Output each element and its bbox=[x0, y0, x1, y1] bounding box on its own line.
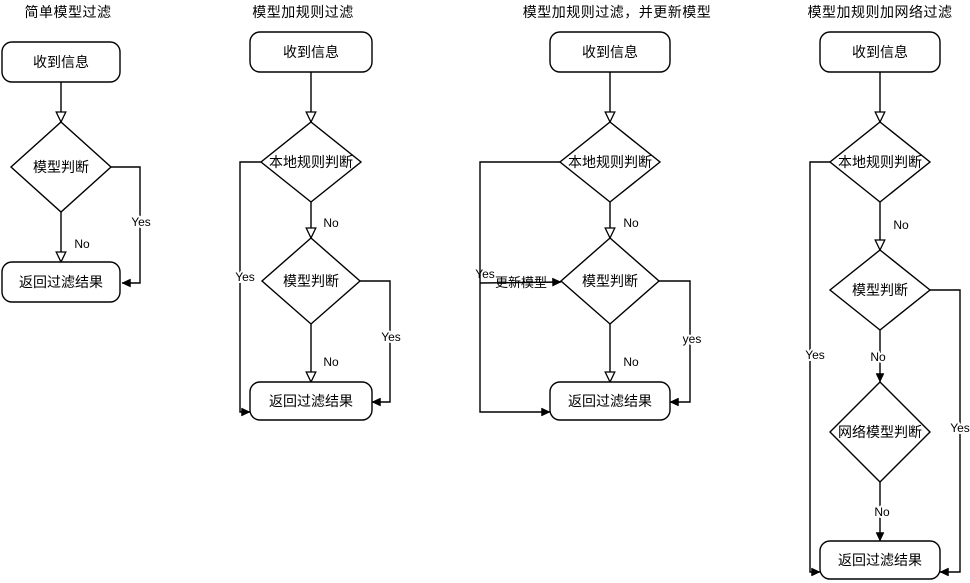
d2-label-rule-yes: Yes bbox=[235, 270, 255, 284]
d2-model-check-diamond bbox=[260, 237, 362, 325]
d1-label-no: No bbox=[74, 237, 90, 251]
d3-label-model-no: No bbox=[623, 355, 639, 369]
d3-label-model-yes: yes bbox=[683, 332, 702, 346]
d3-edge-model-yes bbox=[659, 280, 691, 407]
d3-result-label: 返回过滤结果 bbox=[568, 393, 652, 409]
d2-edge-rule-yes bbox=[239, 161, 261, 417]
d2-label-model-no: No bbox=[323, 355, 339, 369]
d3-rule-check-label: 本地规则判断 bbox=[568, 154, 652, 170]
d2-title: 模型加规则过滤 bbox=[252, 4, 354, 20]
d4-rule-check-label: 本地规则判断 bbox=[838, 154, 922, 170]
d3-label-rule-no: No bbox=[623, 216, 639, 230]
d2-edge-model-yes bbox=[360, 280, 391, 407]
flowchart-simple-model-filter: 简单模型过滤 收到信息 模型判断 返回过滤结果 No Yes bbox=[1, 4, 153, 303]
d2-result-label: 返回过滤结果 bbox=[269, 393, 353, 409]
d2-rule-check-diamond bbox=[259, 121, 363, 203]
d4-result-node bbox=[819, 540, 941, 580]
d3-label-update-model: 更新模型 bbox=[495, 275, 547, 290]
flowchart-model-plus-rules: 模型加规则过滤 收到信息 本地规则判断 模型判断 返回过滤结果 No Yes N… bbox=[233, 4, 403, 421]
d3-label-rule-yes: Yes bbox=[475, 267, 495, 281]
d2-rule-check-label: 本地规则判断 bbox=[269, 154, 353, 170]
d2-label-model-yes: Yes bbox=[381, 330, 401, 344]
d2-start-node bbox=[249, 31, 373, 73]
d1-edge-model-yes bbox=[111, 166, 141, 288]
d4-edge-model-yes bbox=[930, 289, 961, 577]
d3-rule-check-diamond bbox=[558, 121, 662, 203]
d4-label-rule-no: No bbox=[893, 218, 909, 232]
d4-result-label: 返回过滤结果 bbox=[838, 552, 922, 568]
flowchart-model-rules-network: 模型加规则加网络过滤 收到信息 本地规则判断 模型判断 网络模型判断 返回过滤结… bbox=[803, 4, 970, 580]
d3-result-node bbox=[549, 381, 671, 421]
d1-result-label: 返回过滤结果 bbox=[19, 274, 103, 290]
d4-label-rule-yes: Yes bbox=[805, 348, 825, 362]
d4-label-network-no: No bbox=[874, 505, 890, 519]
d4-network-check-diamond bbox=[829, 381, 931, 483]
d3-title: 模型加规则过滤，并更新模型 bbox=[523, 4, 712, 20]
d2-result-node bbox=[249, 381, 373, 421]
d3-start-node bbox=[549, 31, 671, 73]
d3-edge-update-model bbox=[479, 277, 562, 287]
flowchart-model-rules-update: 模型加规则过滤，并更新模型 收到信息 本地规则判断 模型判断 返回过滤结果 No… bbox=[475, 4, 712, 421]
d1-model-check-diamond bbox=[9, 121, 113, 213]
d3-edge-rule-yes bbox=[479, 161, 560, 417]
d4-model-check-diamond bbox=[828, 249, 932, 331]
d2-label-rule-no: No bbox=[323, 216, 339, 230]
d4-title: 模型加规则加网络过滤 bbox=[808, 4, 953, 20]
d3-model-check-label: 模型判断 bbox=[582, 273, 638, 289]
d1-start-label: 收到信息 bbox=[33, 54, 89, 70]
d3-model-check-diamond bbox=[559, 237, 661, 325]
d4-start-node bbox=[819, 31, 941, 73]
d4-rule-check-diamond bbox=[828, 121, 932, 203]
d4-model-check-label: 模型判断 bbox=[852, 282, 908, 298]
d4-edge-rule-yes bbox=[809, 161, 830, 577]
d4-network-check-label: 网络模型判断 bbox=[838, 424, 922, 440]
d4-label-model-no: No bbox=[870, 350, 886, 364]
d1-title: 简单模型过滤 bbox=[25, 4, 112, 20]
d2-model-check-label: 模型判断 bbox=[283, 273, 339, 289]
d4-label-model-yes: Yes bbox=[950, 421, 970, 435]
d4-start-label: 收到信息 bbox=[852, 44, 908, 60]
d1-label-yes: Yes bbox=[131, 215, 151, 229]
d1-result-node bbox=[1, 261, 121, 303]
d1-start-node bbox=[1, 41, 121, 83]
d2-start-label: 收到信息 bbox=[283, 44, 339, 60]
d3-start-label: 收到信息 bbox=[582, 44, 638, 60]
d1-model-check-label: 模型判断 bbox=[33, 159, 89, 175]
